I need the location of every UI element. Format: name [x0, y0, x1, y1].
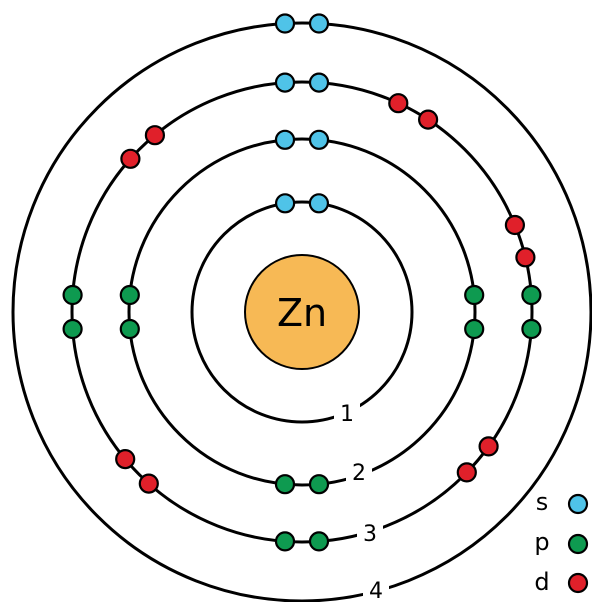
shell-labels: 1 2 3 4: [334, 398, 389, 602]
legend-swatch-d: [567, 572, 589, 594]
electron-p-shell-2: [119, 318, 140, 340]
electron-p-shell-3: [308, 531, 330, 552]
electron-d-shell-3: [418, 109, 439, 130]
electron-p-shell-3: [62, 284, 83, 306]
shell-rings: [11, 21, 592, 602]
nucleus-circle: [244, 254, 360, 370]
legend: s p d: [534, 488, 589, 596]
electron-s-shell-3: [274, 72, 296, 93]
electron-s-shell-4: [308, 13, 330, 34]
shell-label-gap-1: [334, 398, 360, 428]
electron-d-shell-3: [144, 125, 165, 146]
shell-label-gap-3: [357, 518, 383, 548]
electron-p-shell-3: [274, 531, 296, 552]
electron-d-shell-3: [388, 93, 409, 114]
electron-d-shell-3: [138, 473, 159, 494]
legend-label-d: d: [534, 568, 549, 596]
electron-s-shell-2: [274, 129, 296, 150]
electron-p-shell-3: [521, 284, 542, 306]
electron-p-shell-2: [119, 284, 140, 306]
shell-label-gap-2: [346, 457, 372, 487]
electron-p-shell-3: [62, 318, 83, 340]
electron-d-shell-3: [120, 148, 141, 169]
shell-ring-2: [127, 137, 477, 487]
electron-p-shell-2: [464, 318, 485, 340]
electron-d-shell-3: [478, 436, 499, 457]
electron-s-shell-1: [275, 193, 296, 214]
electron-s-shell-1: [308, 193, 329, 214]
electron-p-shell-2: [308, 474, 330, 495]
shell-label-gap-4: [363, 576, 389, 602]
legend-label-p: p: [534, 528, 549, 556]
electron-s-shell-3: [308, 72, 330, 93]
legend-swatch-p: [567, 533, 589, 555]
electron-d-shell-3: [115, 449, 136, 470]
electron-s-shell-4: [274, 13, 296, 34]
electron-s-shell-2: [308, 129, 330, 150]
electron-d-shell-3: [504, 214, 526, 236]
electron-d-shell-3: [456, 462, 477, 483]
electron-p-shell-3: [521, 318, 542, 340]
shell-label-1: 1: [340, 402, 354, 427]
electron-d-shell-3: [515, 247, 536, 268]
electron-p-shell-2: [274, 474, 296, 495]
shell-ring-3: [70, 80, 534, 544]
shell-ring-1: [190, 200, 414, 424]
shell-label-4: 4: [369, 579, 383, 602]
nucleus: Zn: [244, 254, 360, 370]
legend-label-s: s: [536, 488, 549, 516]
shell-label-2: 2: [352, 461, 366, 486]
electrons: [62, 13, 542, 552]
nucleus-symbol: Zn: [277, 291, 327, 335]
electron-p-shell-2: [464, 284, 485, 306]
shell-ring-4: [11, 21, 592, 602]
legend-swatch-s: [567, 493, 589, 515]
shell-label-3: 3: [363, 522, 377, 547]
